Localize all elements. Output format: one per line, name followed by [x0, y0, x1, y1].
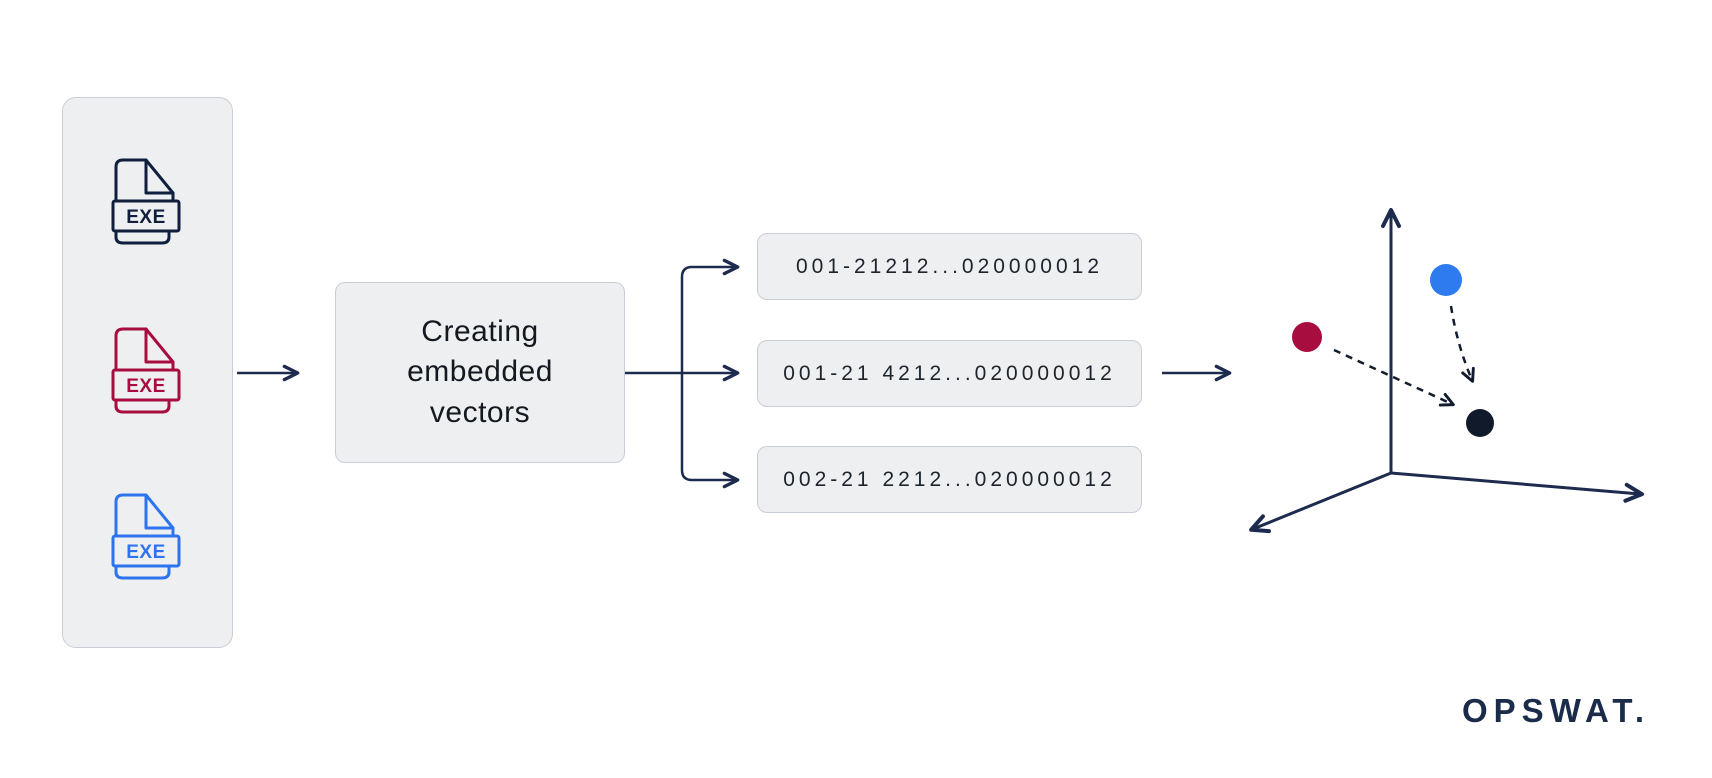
document-fold — [144, 158, 175, 195]
vector-row-3: 002-21 2212...020000012 — [757, 446, 1142, 513]
document-sheet — [114, 493, 175, 538]
document-bottom — [114, 398, 171, 414]
document-bottom — [114, 229, 171, 245]
opswat-logo-text: OPSWAT. — [1462, 692, 1651, 729]
process-box-line: embedded — [407, 355, 553, 389]
document-fold — [144, 327, 175, 364]
black-point — [1466, 409, 1494, 437]
exe-file-icon: EXE — [111, 158, 181, 245]
exe-badge-label: EXE — [126, 542, 166, 563]
process-box-line: vectors — [429, 395, 531, 429]
opswat-logo: OPSWAT. — [1462, 690, 1692, 732]
exe-badge — [111, 199, 181, 233]
arrow-crimson-to-black — [1333, 348, 1455, 407]
process-box: Creating embedded vectors — [335, 282, 625, 463]
vector-value: 002-21 2212...020000012 — [783, 467, 1116, 491]
vector-row-1: 001-21212...020000012 — [757, 233, 1142, 300]
exe-badge — [111, 534, 181, 568]
arrow-blue-to-black — [1449, 305, 1475, 383]
document-bottom — [114, 564, 171, 580]
document-sheet — [114, 327, 175, 372]
exe-badge-label: EXE — [126, 207, 166, 228]
exe-file-crimson: EXE — [109, 324, 181, 416]
exe-file-blue: EXE — [109, 490, 181, 582]
process-box-line: Creating — [421, 314, 539, 348]
vector-space-plot — [1249, 208, 1644, 534]
axis-right — [1390, 471, 1644, 503]
blue-point — [1430, 264, 1462, 296]
branch-top-arrow — [680, 258, 740, 373]
vector-value: 001-21212...020000012 — [795, 254, 1104, 278]
axis-depth-left — [1249, 471, 1392, 534]
branch-bottom-arrow — [680, 373, 740, 489]
document-fold — [144, 493, 175, 530]
vector-value: 001-21 4212...020000012 — [783, 361, 1116, 385]
vector-row-2: 001-21 4212...020000012 — [757, 340, 1142, 407]
exe-badge — [111, 368, 181, 402]
exe-file-icon: EXE — [111, 493, 181, 580]
exe-badge-label: EXE — [126, 376, 166, 397]
exe-file-icon: EXE — [111, 327, 181, 414]
exe-file-navy: EXE — [109, 155, 181, 247]
crimson-point — [1292, 322, 1322, 352]
document-sheet — [114, 158, 175, 203]
